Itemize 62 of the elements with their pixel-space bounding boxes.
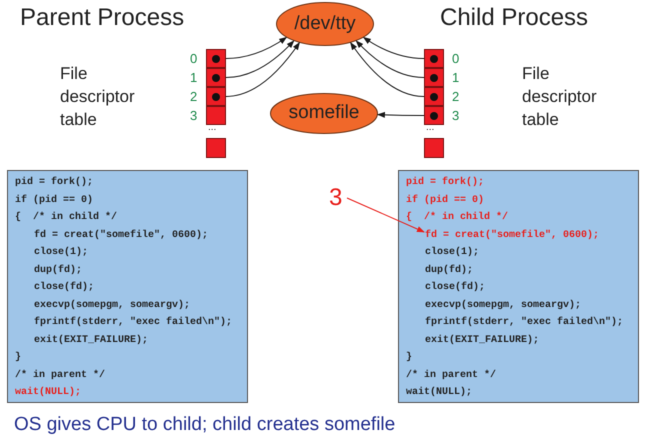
callout-number: 3 <box>329 184 347 212</box>
index-number: 3 <box>452 108 460 124</box>
index-number: 2 <box>190 89 198 105</box>
table-caption: File descriptor table <box>60 63 136 131</box>
fd-table-cell <box>424 87 444 106</box>
code-line: close(1); <box>425 246 480 260</box>
code-line: fprintf(stderr, "exec failed\n"); <box>34 316 232 330</box>
caption: OS gives CPU to child; child creates somefile <box>14 413 396 437</box>
code-panel <box>398 170 639 403</box>
arrow <box>226 40 294 78</box>
code-line: } <box>406 350 412 365</box>
fd-table-cell <box>424 106 444 125</box>
code-line: if (pid == 0) <box>406 194 484 208</box>
code-line: fd = creat("somefile", 0600); <box>425 228 600 242</box>
file-ellipse: somefile <box>270 93 378 134</box>
arrow <box>350 42 424 97</box>
code-line: execvp(somepgm, someargv); <box>425 298 582 312</box>
code-line: /* in parent */ <box>406 368 496 382</box>
table-caption: File descriptor table <box>522 63 598 131</box>
index-number: 1 <box>452 70 460 86</box>
code-line: { /* in child */ <box>15 210 118 225</box>
arrow <box>356 40 424 78</box>
code-panel <box>7 170 248 403</box>
code-line: exit(EXIT_FAILURE); <box>425 334 540 348</box>
leader-line <box>346 198 425 232</box>
fd-table-cell <box>206 49 226 68</box>
fd-table-cell <box>424 49 444 68</box>
code-line: close(1); <box>34 246 88 260</box>
code-line: wait(NULL); <box>15 386 82 400</box>
code-line: pid = fork(); <box>406 176 484 190</box>
code-line: pid = fork(); <box>15 176 94 190</box>
index-number: 0 <box>452 51 460 67</box>
ellipsis: ... <box>426 122 434 134</box>
code-line: /* in parent */ <box>15 368 106 382</box>
process-title: Child Process <box>440 3 588 33</box>
code-line: dup(fd); <box>425 264 474 278</box>
fd-table-cell <box>424 68 444 87</box>
code-line: } <box>15 350 22 365</box>
code-line: close(fd); <box>425 280 486 295</box>
fd-table-cell <box>206 68 226 87</box>
index-number: 1 <box>190 70 198 86</box>
arrow <box>362 36 424 59</box>
code-line: dup(fd); <box>34 264 82 278</box>
file-ellipse: /dev/tty <box>276 2 374 46</box>
code-line: close(fd); <box>34 280 94 295</box>
ellipsis: ... <box>208 122 216 134</box>
index-number: 0 <box>190 51 198 67</box>
code-line: execvp(somepgm, someargv); <box>34 298 190 312</box>
arrow <box>226 42 300 97</box>
code-line: wait(NULL); <box>406 386 472 400</box>
code-line: exit(EXIT_FAILURE); <box>34 334 148 348</box>
index-number: 2 <box>452 89 460 105</box>
index-number: 3 <box>190 108 198 124</box>
code-line: fd = creat("somefile", 0600); <box>34 228 208 242</box>
fd-table-cell <box>206 87 226 106</box>
arrow <box>376 112 424 118</box>
process-title: Parent Process <box>20 3 184 33</box>
code-line: { /* in child */ <box>406 210 508 225</box>
code-line: fprintf(stderr, "exec failed\n"); <box>425 316 624 330</box>
fd-table-cell <box>206 106 226 125</box>
code-line: if (pid == 0) <box>15 194 94 208</box>
arrow <box>226 36 288 59</box>
